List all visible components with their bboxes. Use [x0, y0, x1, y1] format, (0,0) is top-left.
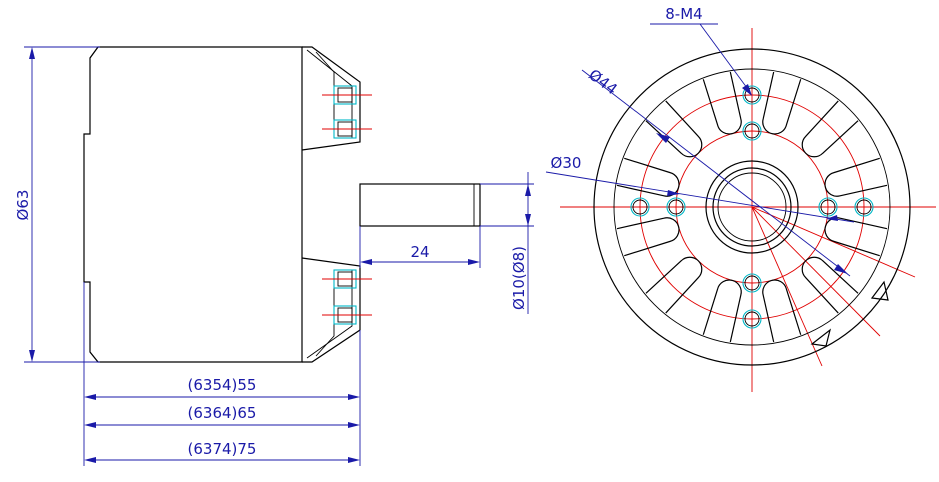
mount-hole	[742, 121, 762, 141]
vent-slot	[702, 71, 742, 135]
bolt-circle-inner-callout: Ø30	[545, 154, 855, 223]
mount-hole-inner	[744, 123, 760, 139]
mount-hole-inner	[820, 199, 836, 215]
mount-hole	[818, 197, 838, 217]
vent-slots	[616, 71, 888, 343]
vent-slot	[801, 256, 859, 314]
length-label-55: (6354)55	[188, 376, 257, 394]
vent-slot	[645, 256, 703, 314]
motor-body-outline	[83, 46, 303, 363]
mount-hole	[742, 85, 762, 105]
shaft-length-label: 24	[410, 243, 429, 261]
mount-holes-callout: 8-M4	[650, 5, 752, 96]
mount-hole	[666, 197, 686, 217]
length-label-65: (6364)65	[188, 404, 257, 422]
outer-housing-circle	[593, 48, 911, 366]
vent-slot	[762, 71, 802, 135]
upper-thread-holes	[322, 85, 372, 139]
shaft-length-dimension: 24	[359, 226, 481, 268]
side-view: Ø63 24 Ø10(Ø8) (6354)55	[14, 46, 534, 466]
body-diameter-dimension: Ø63	[14, 46, 100, 363]
vent-slot	[645, 100, 703, 158]
mount-holes	[630, 85, 874, 329]
vent-slot	[616, 217, 680, 257]
mount-hole-inner	[668, 199, 684, 215]
length-label-75: (6374)75	[188, 440, 257, 458]
mount-hole	[854, 197, 874, 217]
vent-slot	[616, 157, 680, 197]
body-diameter-label: Ø63	[14, 190, 32, 221]
length-dimensions: (6354)55 (6364)65 (6374)75	[83, 282, 361, 466]
mount-hole-inner	[744, 275, 760, 291]
shaft-diameter-label: Ø10(Ø8)	[510, 246, 528, 310]
vent-slot	[702, 279, 742, 343]
mount-hole-inner	[632, 199, 648, 215]
vent-slot	[801, 100, 859, 158]
bolt-circle-inner	[675, 130, 829, 284]
mount-hole-inner	[744, 87, 760, 103]
mount-holes-label: 8-M4	[665, 5, 702, 23]
mount-hole-inner	[856, 199, 872, 215]
hub-outer	[705, 160, 799, 254]
bolt-circle-outer-label: Ø44	[585, 66, 621, 99]
bolt-circle-inner-label: Ø30	[551, 154, 582, 172]
vent-slot	[762, 279, 802, 343]
bolt-circle-outer-callout: Ø44	[581, 66, 851, 277]
lower-thread-holes	[322, 269, 372, 325]
mount-hole	[630, 197, 650, 217]
vent-slot	[824, 157, 888, 197]
front-view: 8-M4 Ø44 Ø30	[545, 5, 936, 392]
motor-shaft	[359, 183, 481, 227]
mount-hole	[742, 309, 762, 329]
shaft-diameter-dimension: Ø10(Ø8)	[480, 172, 534, 314]
mount-hole-inner	[744, 311, 760, 327]
bolt-circle-outer	[639, 94, 865, 320]
mount-hole	[742, 273, 762, 293]
